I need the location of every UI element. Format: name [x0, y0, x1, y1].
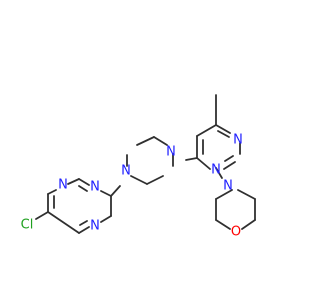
- bond: [196, 157, 211, 170]
- nitrogen-atom-label: N: [58, 178, 68, 193]
- bond: [215, 167, 223, 179]
- oxygen-atom-label: O: [231, 225, 241, 240]
- bond: [217, 130, 230, 138]
- bond: [130, 175, 148, 185]
- nitrogen-atom-label: N: [211, 163, 221, 178]
- bond: [100, 190, 112, 197]
- bond: [78, 226, 90, 234]
- bond: [215, 189, 233, 200]
- bond: [47, 211, 80, 234]
- bond: [146, 175, 164, 185]
- bond: [78, 185, 88, 192]
- bond: [223, 161, 236, 170]
- nitrogen-atom-label: N: [233, 133, 243, 148]
- bond: [79, 220, 88, 226]
- bond: [224, 155, 234, 162]
- bond: [35, 211, 49, 220]
- bond: [196, 124, 217, 137]
- atom-labels: Cl N N N N N N N N O: [21, 133, 243, 240]
- chemical-structure-diagram: Cl N N N N N N N N O: [21, 94, 256, 240]
- chlorine-atom-label: Cl: [21, 218, 34, 233]
- bond: [136, 136, 155, 146]
- bond: [185, 157, 198, 161]
- bond: [153, 136, 168, 146]
- bond: [215, 124, 231, 134]
- bond: [237, 189, 256, 200]
- bond: [110, 185, 121, 197]
- nitrogen-atom-label: N: [90, 219, 100, 234]
- bond-lines: [35, 94, 256, 234]
- nitrogen-atom-label: N: [166, 145, 176, 160]
- nitrogen-atom-label: N: [223, 179, 233, 194]
- bond: [67, 178, 80, 185]
- bond: [47, 189, 57, 195]
- bond: [78, 178, 90, 186]
- bond: [241, 219, 256, 230]
- bond: [100, 215, 112, 223]
- bond: [215, 219, 231, 230]
- nitrogen-atom-label: N: [121, 164, 131, 179]
- nitrogen-atom-label: N: [90, 180, 100, 195]
